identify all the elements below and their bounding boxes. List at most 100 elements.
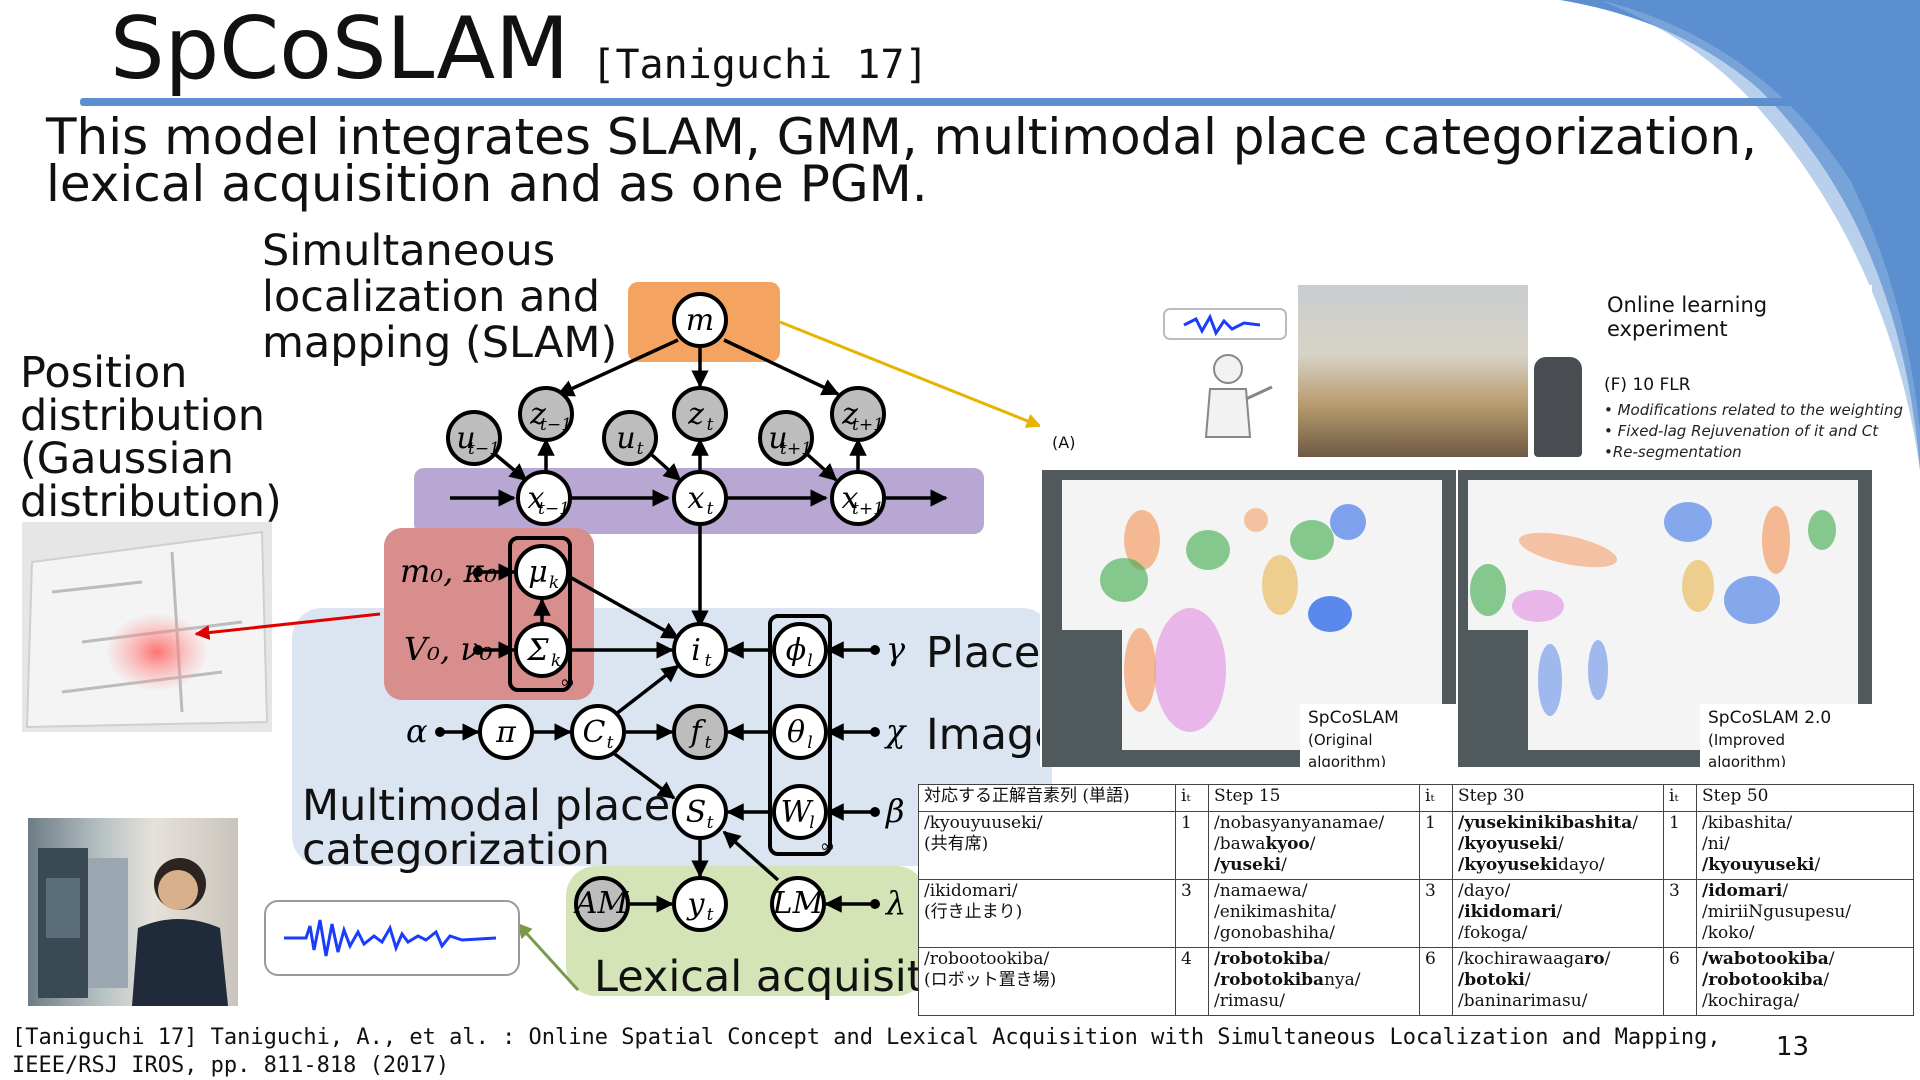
svg-text:k: k: [551, 651, 561, 671]
node-x-tm1: xt−1: [516, 470, 572, 526]
svg-text:t: t: [637, 439, 644, 459]
table-header: Step 50: [1696, 784, 1914, 812]
segment-text: /: [1632, 813, 1639, 833]
segment-text: /fokoga/: [1458, 923, 1528, 943]
table-header: Step 30: [1452, 784, 1664, 812]
svg-text:θ: θ: [787, 715, 805, 750]
table-header: iₜ: [1175, 784, 1209, 812]
word-line: (共有席): [924, 834, 989, 854]
table-row: /robootookiba/(ロボット置き場)4/robotokiba//rob…: [918, 947, 1914, 1016]
slide-subtitle: This model integrates SLAM, GMM, multimo…: [46, 108, 1758, 213]
segment-bold: /yuseki: [1214, 855, 1282, 875]
lexical-label: Lexical acquisiti: [594, 952, 936, 1002]
segment-text: /: [1524, 970, 1531, 990]
footer-reference: [Taniguchi 17] Taniguchi, A., et al. : O…: [12, 1025, 1721, 1078]
node-z-tp1: zt+1: [830, 386, 886, 442]
segment-text: /koko/: [1702, 923, 1755, 943]
segment-text: /: [1309, 834, 1316, 854]
experiment-title: Online learning experiment: [1607, 293, 1768, 341]
segment-bold: /ikidomari: [1458, 902, 1557, 922]
node-u-tp1: ut+1: [758, 410, 814, 466]
svg-text:t: t: [705, 733, 712, 753]
svg-text:i: i: [691, 633, 701, 668]
param-V0v0: V₀, ν₀: [404, 630, 493, 668]
results-table: 対応する正解音素列 (単語) iₜ Step 15 iₜ Step 30 iₜ …: [918, 784, 1914, 1016]
svg-text:t: t: [607, 733, 614, 753]
title-underline: [80, 98, 1832, 106]
param-gamma: γ: [886, 630, 906, 668]
segment-line: /wabotookiba/: [1702, 949, 1908, 970]
segment-bold: /robotokiba: [1214, 949, 1325, 969]
speaker-figure: [1160, 307, 1290, 457]
edge: [494, 453, 528, 482]
segment-text: /kochiraga/: [1702, 991, 1800, 1011]
map-original: SpCoSLAM (Original algorithm): [1042, 470, 1456, 767]
word-cell: /robootookiba/(ロボット置き場): [918, 947, 1176, 1016]
segment-line: /gonobashiha/: [1214, 923, 1414, 944]
node-LM: LM: [770, 876, 826, 932]
dot: [870, 807, 880, 817]
segment-cell: /dayo//ikidomari//fokoga/: [1452, 879, 1664, 948]
segment-bold: /wabotookiba: [1702, 949, 1829, 969]
segment-cell: /idomari//miriiNgusupesu//koko/: [1696, 879, 1914, 948]
green-pointer: [516, 922, 580, 992]
svg-text:t: t: [707, 499, 714, 519]
segment-bold: ro: [1584, 949, 1605, 969]
speech-bubble: [264, 900, 520, 976]
segment-cell: /yusekinikibashita//kyoyuseki//kyoyuseki…: [1452, 811, 1664, 880]
page-number: 13: [1776, 1032, 1810, 1062]
dot: [870, 727, 880, 737]
slam-label-line: localization and: [262, 272, 600, 322]
robot-photo: [1534, 357, 1582, 457]
edge: [650, 453, 682, 482]
dot: [473, 645, 483, 655]
segment-text: /: [1324, 949, 1330, 969]
node-AM: AM: [573, 876, 630, 932]
person-robot-photo: [28, 818, 238, 1006]
segment-line: /idomari/: [1702, 881, 1908, 902]
word-line: (行き止まり): [924, 902, 1023, 922]
segment-line: /enikimashita/: [1214, 902, 1414, 923]
edge: [806, 453, 838, 482]
svg-text:u: u: [768, 421, 787, 456]
index-cell: 3: [1663, 879, 1697, 948]
svg-text:C: C: [583, 715, 606, 750]
title-text: SpCoSLAM: [110, 0, 570, 99]
lexical-region: [566, 866, 926, 996]
dot: [473, 567, 483, 577]
svg-text:l: l: [807, 733, 812, 753]
svg-text:ϕ: ϕ: [786, 633, 806, 668]
svg-text:z: z: [529, 397, 546, 432]
segment-bold: /botoki: [1458, 970, 1525, 990]
svg-text:W: W: [781, 795, 814, 830]
table-header: Step 15: [1208, 784, 1420, 812]
segment-text: /bawa: [1214, 834, 1266, 854]
map-improved-desc: (Improved algorithm): [1708, 731, 1787, 767]
segment-line: /kyoyusekidayo/: [1458, 855, 1658, 876]
segment-cell: /robotokiba//robotokibanya//rimasu/: [1208, 947, 1420, 1016]
svg-text:u: u: [456, 421, 475, 456]
index-cell: 1: [1419, 811, 1453, 880]
node-x-tp1: xt+1: [830, 470, 886, 526]
segment-line: /koko/: [1702, 923, 1908, 944]
map-improved-caption: SpCoSLAM 2.0 (Improved algorithm): [1700, 704, 1872, 767]
experiment-panel: Online learning experiment (A) (F) 10 FL…: [1040, 285, 1903, 767]
map-improved: SpCoSLAM 2.0 (Improved algorithm): [1458, 470, 1872, 767]
svg-text:t+1: t+1: [852, 499, 884, 519]
table-header: iₜ: [1663, 784, 1697, 812]
segment-text: /: [1558, 834, 1564, 854]
svg-text:t−1: t−1: [540, 415, 572, 435]
slam-label: Simultaneous localization and mapping (S…: [262, 228, 617, 366]
gaussian-map-image: [22, 522, 272, 732]
map-original-caption: SpCoSLAM (Original algorithm): [1300, 704, 1456, 767]
segment-text: /gonobashiha/: [1214, 923, 1335, 943]
segment-cell: /wabotookiba//robotookiba//kochiraga/: [1696, 947, 1914, 1016]
svg-text:k: k: [549, 573, 559, 593]
segment-line: /kochirawaagaro/: [1458, 949, 1658, 970]
segment-bold: /kyoyuseki: [1458, 855, 1559, 875]
